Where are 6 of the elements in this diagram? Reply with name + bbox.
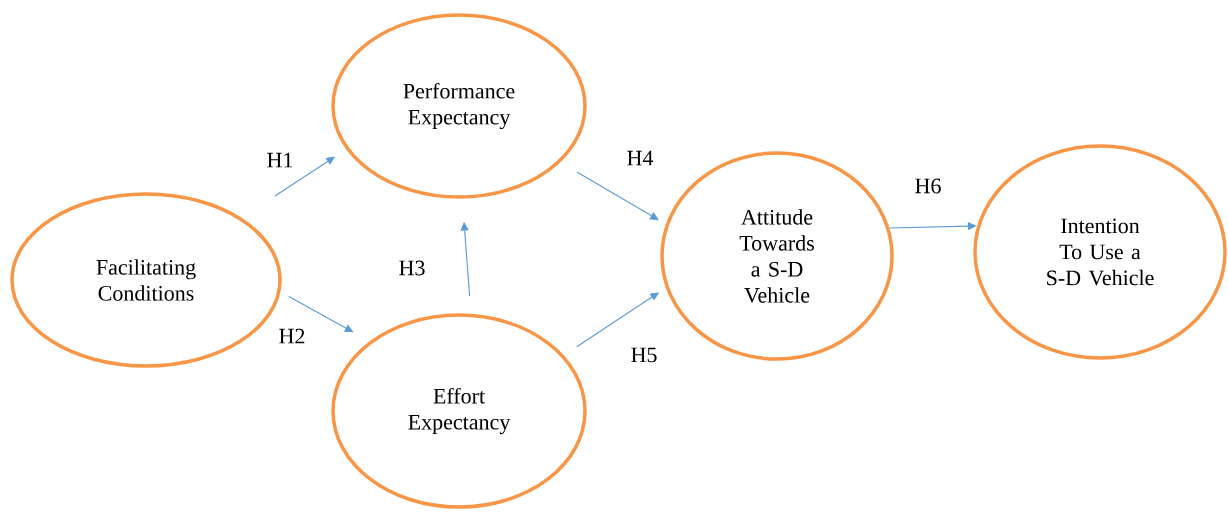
edge-label: H3 [397,259,427,277]
edge-label: H4 [625,149,655,167]
arrow [288,295,354,333]
edge-label: H1 [265,151,295,169]
edge-label: H6 [913,177,943,195]
edge-label: H5 [629,346,659,364]
